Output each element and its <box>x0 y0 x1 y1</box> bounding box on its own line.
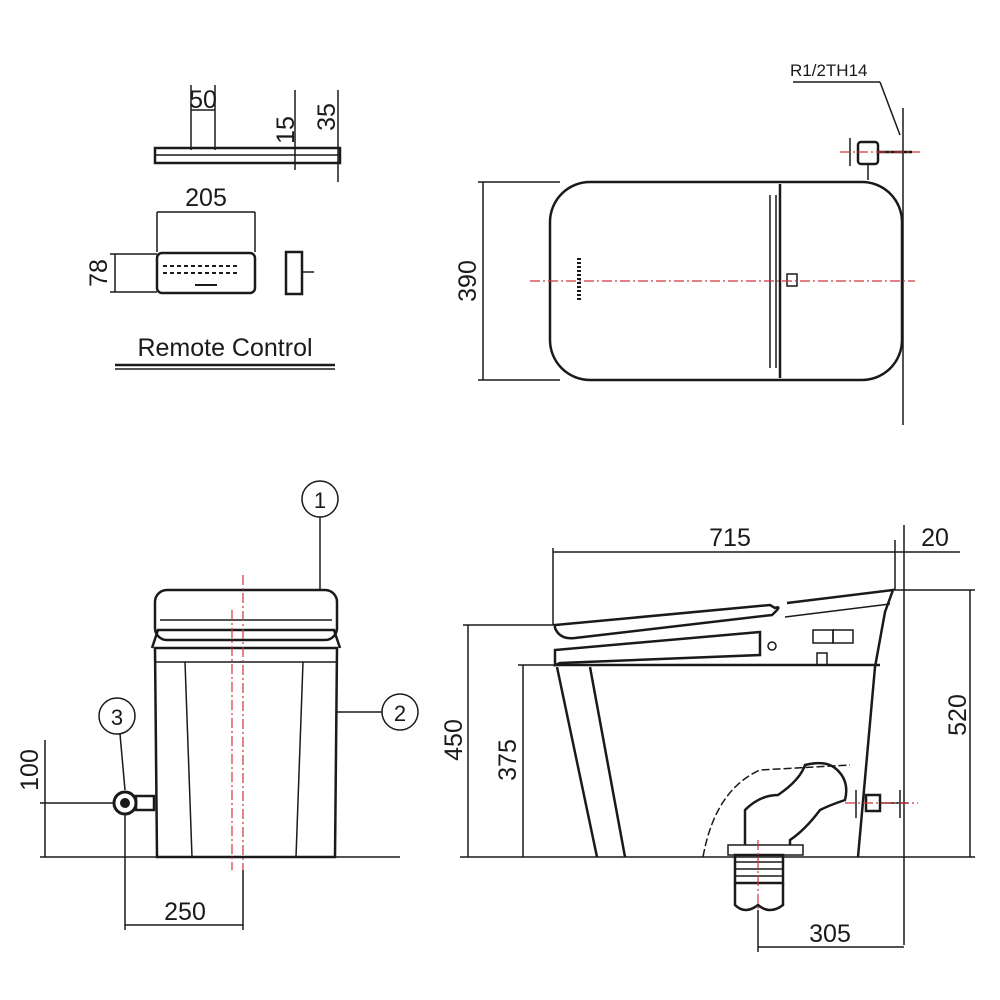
dim-remote-height: 78 <box>85 259 113 287</box>
dim-length: 715 <box>709 524 751 552</box>
lid-side <box>553 603 780 640</box>
water-valve-side <box>845 790 918 818</box>
callout-2-label: 2 <box>394 701 406 726</box>
tank-side <box>786 588 895 858</box>
seat-side <box>553 630 762 667</box>
bowl-front <box>555 666 627 858</box>
water-valve-top <box>840 138 920 180</box>
dim-remote-15: 15 <box>272 116 300 144</box>
top-view: R1/2TH14 390 <box>454 61 920 425</box>
drain-flange <box>727 844 804 912</box>
water-valve-front <box>112 790 156 816</box>
dim-total-height: 520 <box>944 694 972 736</box>
pipe-thread-label: R1/2TH14 <box>790 61 867 80</box>
trapway <box>743 761 848 845</box>
dim-valve-offset: 250 <box>164 898 206 926</box>
dim-valve-height: 100 <box>16 749 44 791</box>
remote-control-title: Remote Control <box>137 334 312 362</box>
callout-1-label: 1 <box>314 488 326 513</box>
remote-control-section: 50 15 35 205 78 Remote Control <box>85 85 342 370</box>
dim-remote-mount: 50 <box>189 86 217 114</box>
dim-drain-offset: 305 <box>809 920 851 948</box>
front-view: 1 2 3 100 250 <box>16 480 419 930</box>
toilet-lid-front <box>153 588 339 642</box>
remote-side <box>284 250 304 296</box>
dim-bowl-height: 375 <box>494 739 522 781</box>
callout-3 <box>98 697 136 735</box>
side-view: 715 20 450 375 520 305 <box>440 524 975 952</box>
remote-buttons <box>163 265 240 286</box>
dim-depth: 390 <box>454 260 482 302</box>
dim-remote-width: 205 <box>185 184 227 212</box>
dim-seat-height: 450 <box>440 719 468 761</box>
callout-3-label: 3 <box>111 705 123 730</box>
dim-remote-35: 35 <box>313 103 341 131</box>
toilet-body-front <box>153 646 339 859</box>
remote-front <box>155 251 257 295</box>
dim-wall-gap: 20 <box>921 524 949 552</box>
